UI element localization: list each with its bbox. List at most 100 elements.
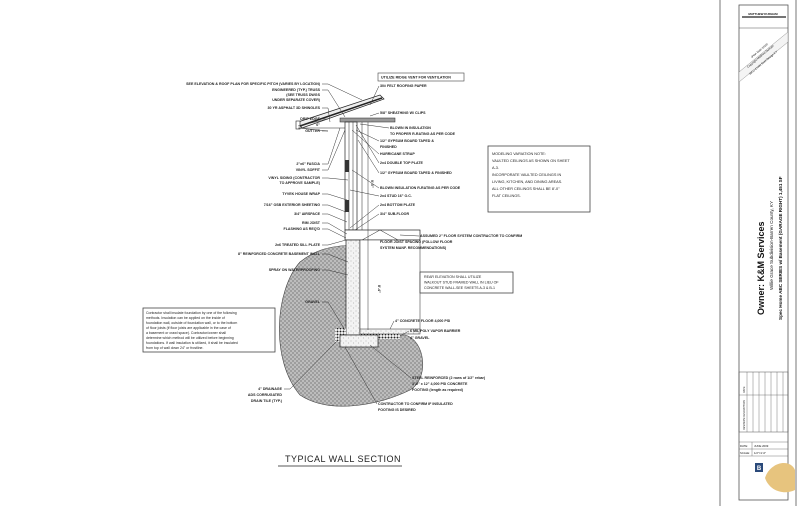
dimension-basement-wall: 8'-4" [377, 285, 381, 293]
scale-label: SCALE: [740, 451, 750, 455]
callout-label: BLOWN INSULATION R-RATING AS PER CODE [380, 186, 461, 190]
note-line: foundations. If wall insulation is utili… [146, 341, 238, 345]
callout-label: GUTTER [305, 129, 320, 133]
callout-label: 2x4 STUD 16" O.C. [380, 194, 412, 198]
note-line: FLAT CEILINGS. [492, 194, 521, 198]
leader-line [322, 83, 363, 101]
note-line: INCORPORATE VAULTED CEILINGS IN [492, 173, 561, 177]
callout-label: ENGINEERED (TYP.) TRUSS [272, 88, 320, 92]
leader-line [322, 239, 347, 246]
callout-label: RIM JOIST [302, 221, 321, 225]
scale-value: 1/2"=1'-0" [754, 451, 766, 455]
callout-label: 6" [316, 123, 320, 127]
callout-label: (SEE TRUSS DWGS [286, 93, 320, 97]
callout-label: FLASHING AS REQ'D [284, 227, 321, 231]
project-description: Spec Home ABC SERIES w/ Basement (GARAGE… [778, 176, 783, 320]
callout-label: 7/16" OSB EXTERIOR SHEETING [264, 203, 320, 207]
callout-label: 30 YR ASPHALT 3D SHINGLES [268, 106, 321, 110]
leader-line [297, 127, 329, 132]
svg-text:REVISION DESCRIPTION: REVISION DESCRIPTION [743, 400, 746, 430]
callout-label: VINYL SOFFIT [296, 168, 321, 172]
leader-line [322, 127, 341, 165]
leader-line [344, 346, 378, 405]
note-line: methods. Insulation can be applied on th… [146, 316, 225, 320]
realtor-logo [755, 463, 763, 472]
callout-label: DRAIN TILE (TYP.) [251, 399, 283, 403]
leader-line [369, 85, 380, 106]
date-value: JUNE 2009 [754, 444, 769, 448]
owner-name: Owner: K&M Services [756, 221, 766, 315]
callout-label: FINISHED [380, 145, 397, 149]
subdivision: Willie Grace Subdivision-Barren County, … [769, 201, 774, 290]
leader-line [349, 189, 380, 197]
callout-label: ADS CORRUGATED [248, 393, 282, 397]
leader-line [322, 177, 349, 181]
callout-label: 3/4" AIRSPACE [294, 212, 320, 216]
note-line: foundation wall, outside of foundation w… [146, 321, 237, 325]
callout-label: UNDER SEPARATE COVER) [272, 98, 321, 102]
modeling-variation-note: MODELING VARIATION NOTE:VAULTED CEILINGS… [487, 145, 591, 213]
callout-label: 2x6 TREATED SILL PLATE [275, 243, 321, 247]
callout-label: ASSUMED 2" FLOOR SYSTEM CONTRACTOR TO CO… [420, 234, 522, 238]
callout-label: 2"x6" FASCIA [296, 162, 320, 166]
title-block: MATTHEW DURHAM (Plan Date 2010) Copyrigh… [738, 4, 795, 501]
leader-line [369, 344, 412, 379]
callout-label: 4" CONCRETE FLOOR 4,000 PSI [395, 319, 450, 323]
callout-label: HURRICANE STRAP [380, 152, 415, 156]
callout-label: TO APPROVE SAMPLE) [279, 181, 320, 185]
callout-label: 2x4 BOTTOM PLATE [380, 203, 416, 207]
leader-line [297, 118, 329, 127]
leader-line [349, 204, 380, 229]
leader-line [322, 193, 348, 201]
callout-label: TYVEK HOUSE WRAP [282, 192, 320, 196]
logo-text: MATTHEW DURHAM [748, 12, 778, 16]
leader-line [369, 112, 380, 117]
leader-line [322, 213, 348, 223]
svg-text:B: B [757, 466, 762, 472]
basement-interior [359, 239, 421, 333]
leader-line [284, 339, 339, 390]
drawing-title: TYPICAL WALL SECTION [285, 454, 401, 464]
callout-label: SEE ELEVATION & ROOF PLAN FOR SPECIFIC P… [186, 82, 321, 86]
leader-line [322, 204, 347, 213]
callout-label: 6 MIL POLY VAPOR BARRIER [410, 329, 461, 333]
plan-stamp: (Plan Date 2010) Copyright Matthew Durha… [738, 31, 789, 83]
note-line: of floor joists (if floor joists are app… [146, 326, 231, 330]
footing [339, 334, 379, 348]
callout-label: TO PROPER R-RATING AS PER CODE [390, 132, 456, 136]
leader-line [322, 129, 346, 171]
revision-table: DATE REVISION DESCRIPTION [738, 371, 789, 433]
leader-line [322, 301, 346, 331]
callout-label: SPRAY ON WATERPROOFING [269, 268, 320, 272]
callout-label: GRAVEL [305, 300, 321, 304]
callout-label: 4" GRAVEL [410, 336, 430, 340]
leader-line [355, 129, 380, 142]
callout-label: STEEL REINFORCED (2 rows of 1/2" rebar) [412, 376, 486, 380]
leader-line [399, 330, 410, 337]
note-line: LIVING, KITCHEN, AND DINING AREAS. [492, 180, 562, 184]
callout-label: 8" REINFORCED CONCRETE BASEMENT WALL [238, 252, 321, 256]
foundation-wall [345, 239, 361, 336]
leader-line [357, 139, 380, 174]
foundation-insulation-note: Contractor shall insulate foundation by … [142, 307, 276, 353]
leader-line [322, 222, 348, 235]
ridge-vent-note: UTILIZE RIDGE VENT FOR VENTILATION [377, 72, 465, 82]
callout-label: 30# FELT ROOFING PAPER [380, 84, 427, 88]
callout-label: FOOTING IS DESIRED [378, 408, 416, 412]
callout-label: FOOTING (length as required) [412, 388, 464, 392]
callout-label: SYSTEM MANF. RECOMMENDATIONS) [380, 246, 447, 250]
leader-line [322, 89, 346, 118]
note-line: REAR ELEVATION SHALL UTILIZE [424, 275, 482, 279]
callout-label: 1/2" GYPSUM BOARD TAPED & FINISHED [380, 171, 452, 175]
note-line: determine which method will be utilized … [146, 336, 234, 340]
kentucky-map-logo [765, 463, 795, 493]
leader-line [354, 213, 380, 231]
note-line: VAULTED CEILINGS AS SHOWN ON SHEET [492, 159, 570, 163]
callout-label: 2x4 DOUBLE TOP PLATE [380, 161, 424, 165]
floor-system [344, 229, 421, 241]
leader-line [355, 124, 380, 164]
stud-wall [344, 121, 363, 231]
callout-label: CONTRACTOR TO CONFIRM IF INSULATED [378, 402, 453, 406]
